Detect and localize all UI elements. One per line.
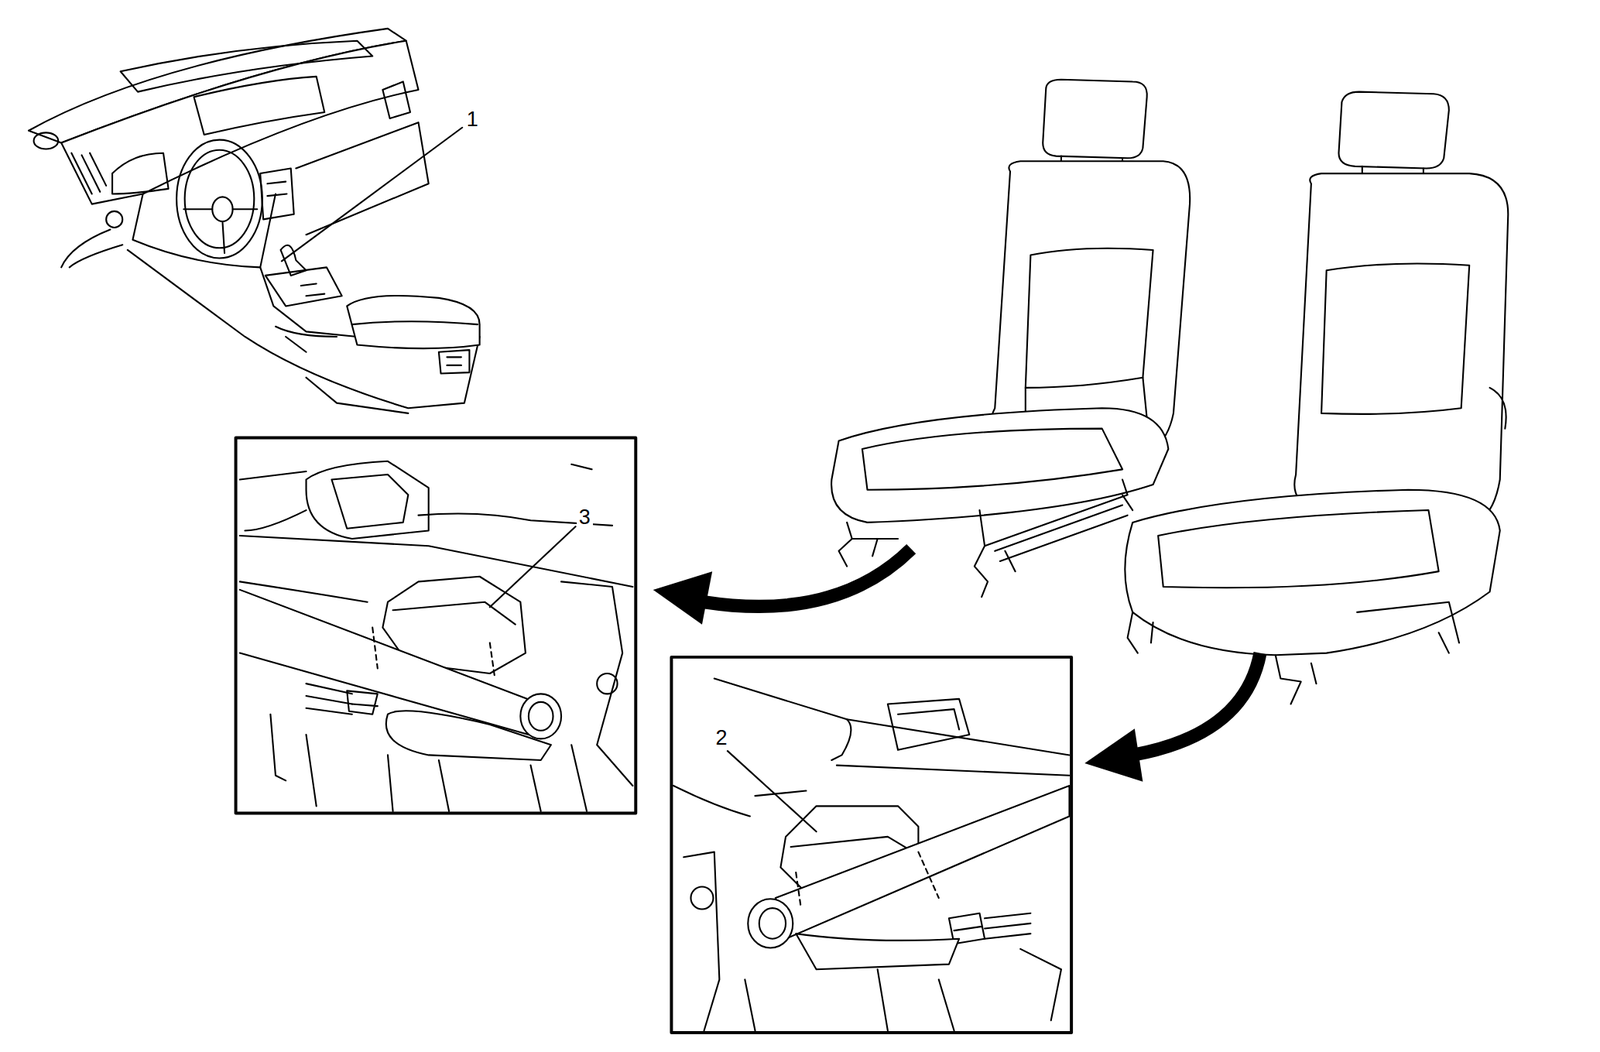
leader-line: [489, 526, 576, 607]
passenger-seat: [1124, 92, 1508, 705]
dashboard-sketch: [28, 28, 480, 414]
leader-line: [727, 750, 817, 832]
callout-number: 1: [464, 108, 481, 131]
leader-line: [281, 127, 463, 262]
callout-number: 2: [712, 726, 730, 750]
callout-number: 3: [576, 506, 593, 529]
driver-seat: [831, 79, 1190, 597]
detail-inset: [671, 657, 1072, 1033]
detail-inset: [236, 437, 637, 813]
